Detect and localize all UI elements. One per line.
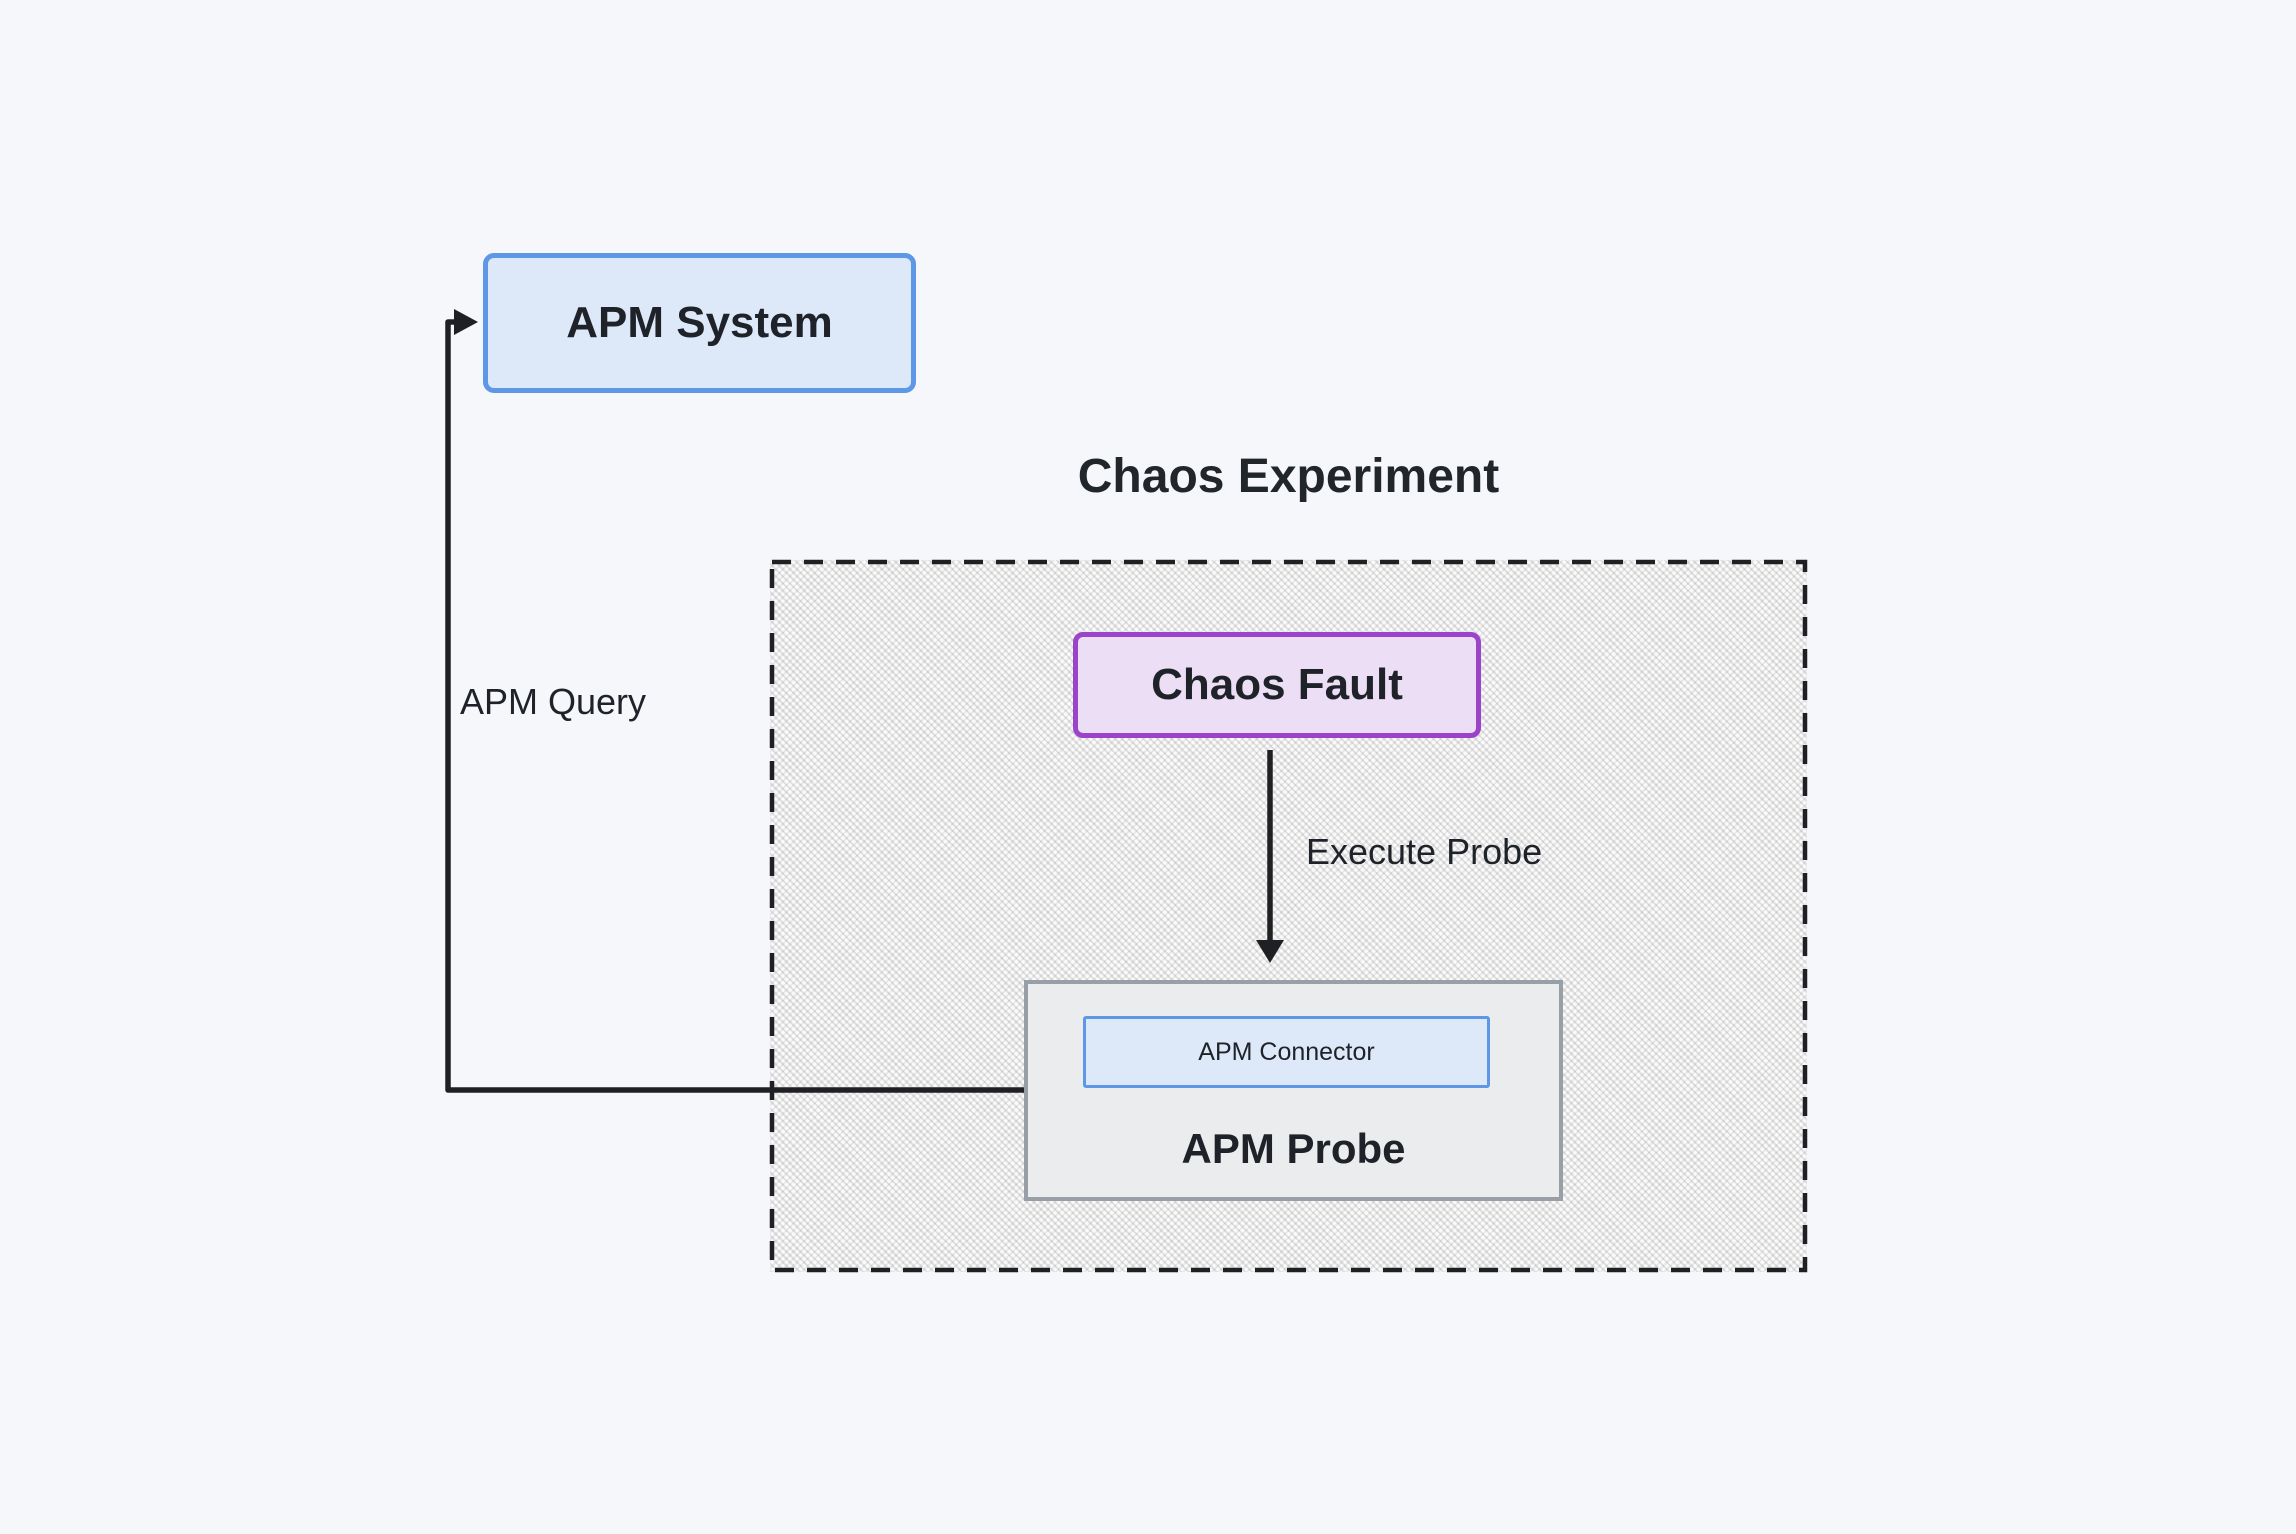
node-apm-connector: APM Connector xyxy=(1083,1016,1490,1088)
node-apm-system: APM System xyxy=(483,253,916,393)
node-apm-probe: APM Connector APM Probe xyxy=(1024,980,1563,1201)
node-chaos-fault: Chaos Fault xyxy=(1073,632,1481,738)
edge-apm-query-arrowhead xyxy=(454,309,478,335)
node-apm-probe-label: APM Probe xyxy=(1181,1125,1406,1172)
edge-execute-probe-label: Execute Probe xyxy=(1306,831,1543,872)
chaos-experiment-title: Chaos Experiment xyxy=(1077,450,1500,503)
node-apm-system-label: APM System xyxy=(566,298,833,347)
node-chaos-fault-label: Chaos Fault xyxy=(1151,660,1403,709)
node-apm-connector-label: APM Connector xyxy=(1198,1037,1375,1066)
edge-apm-query-label: APM Query xyxy=(460,681,647,722)
